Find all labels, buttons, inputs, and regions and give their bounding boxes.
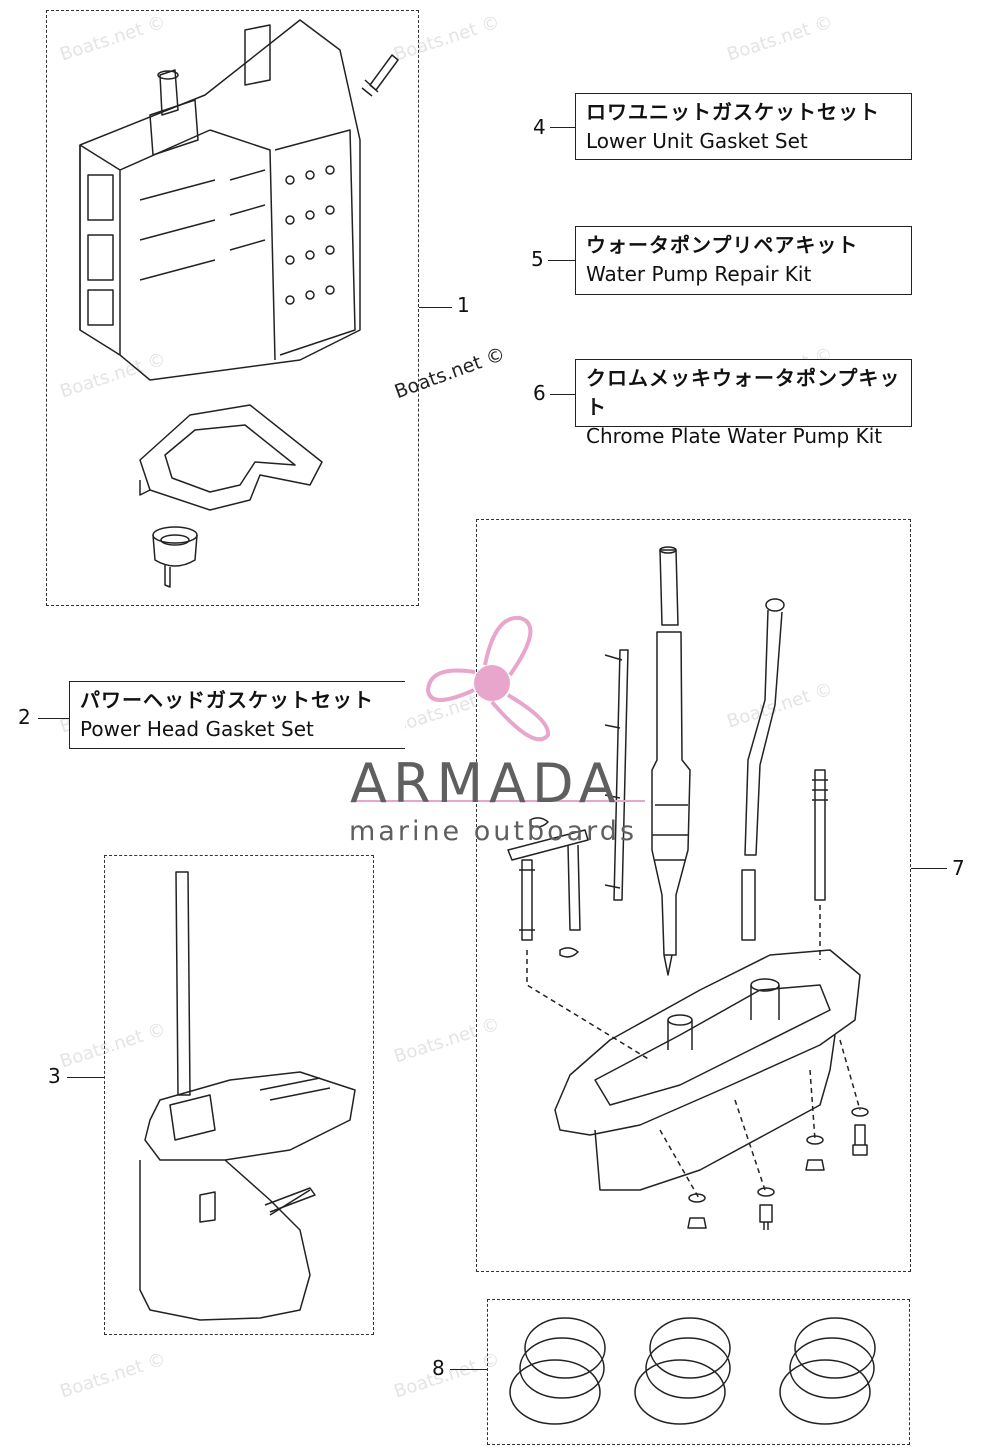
part-name-japanese: ウォータポンプリペアキット [586, 233, 859, 257]
callout-number-7: 7 [952, 856, 965, 880]
seal-cap-drawing [152, 526, 198, 588]
callout-number-5: 5 [531, 247, 544, 271]
spark-plug-drawing [361, 54, 399, 97]
part-name-japanese: クロムメッキウォータポンプキット [586, 366, 901, 419]
leader-line-3 [67, 1077, 104, 1078]
water-pump-kit-drawing [507, 546, 869, 1230]
armada-propeller-logo [425, 615, 551, 742]
leader-line-5 [548, 260, 575, 261]
part-label-lower-unit-gasket-set: ロワユニットガスケットセット Lower Unit Gasket Set [575, 93, 912, 160]
leader-line-7 [911, 868, 947, 869]
gasket-drawing [139, 404, 323, 511]
leader-line-8 [450, 1369, 487, 1370]
brand-tagline: marine outboards [349, 816, 638, 847]
part-name-english: Chrome Plate Water Pump Kit [586, 424, 883, 448]
callout-number-2: 2 [18, 705, 31, 729]
callout-number-1: 1 [457, 293, 470, 317]
leader-line-1 [419, 307, 452, 308]
part-name-english: Power Head Gasket Set [80, 717, 314, 741]
group-box-7 [476, 519, 911, 1272]
part-name-english: Water Pump Repair Kit [586, 262, 812, 286]
callout-number-8: 8 [432, 1356, 445, 1380]
leader-line-4 [550, 127, 575, 128]
part-label-chrome-plate-water-pump-kit: クロムメッキウォータポンプキット Chrome Plate Water Pump… [575, 359, 912, 448]
brand-name: ARMADA [350, 752, 622, 815]
leader-line-6 [550, 394, 575, 395]
power-head-engine-drawing [79, 19, 361, 381]
group-box-3 [104, 855, 374, 1335]
part-name-japanese: パワーヘッドガスケットセット [80, 688, 374, 712]
piston-rings-drawing [509, 1317, 876, 1425]
lower-unit-drawing [139, 871, 356, 1321]
group-box-8 [487, 1299, 910, 1445]
part-label-water-pump-repair-kit: ウォータポンプリペアキット Water Pump Repair Kit [575, 226, 912, 295]
callout-number-6: 6 [533, 381, 546, 405]
group-box-1 [46, 10, 419, 606]
part-label-power-head-gasket-set: パワーヘッドガスケットセット Power Head Gasket Set [69, 681, 405, 749]
leader-line-2 [38, 718, 69, 719]
part-name-japanese: ロワユニットガスケットセット [586, 100, 880, 124]
callout-number-3: 3 [48, 1064, 61, 1088]
callout-number-4: 4 [533, 115, 546, 139]
part-name-english: Lower Unit Gasket Set [586, 129, 808, 153]
